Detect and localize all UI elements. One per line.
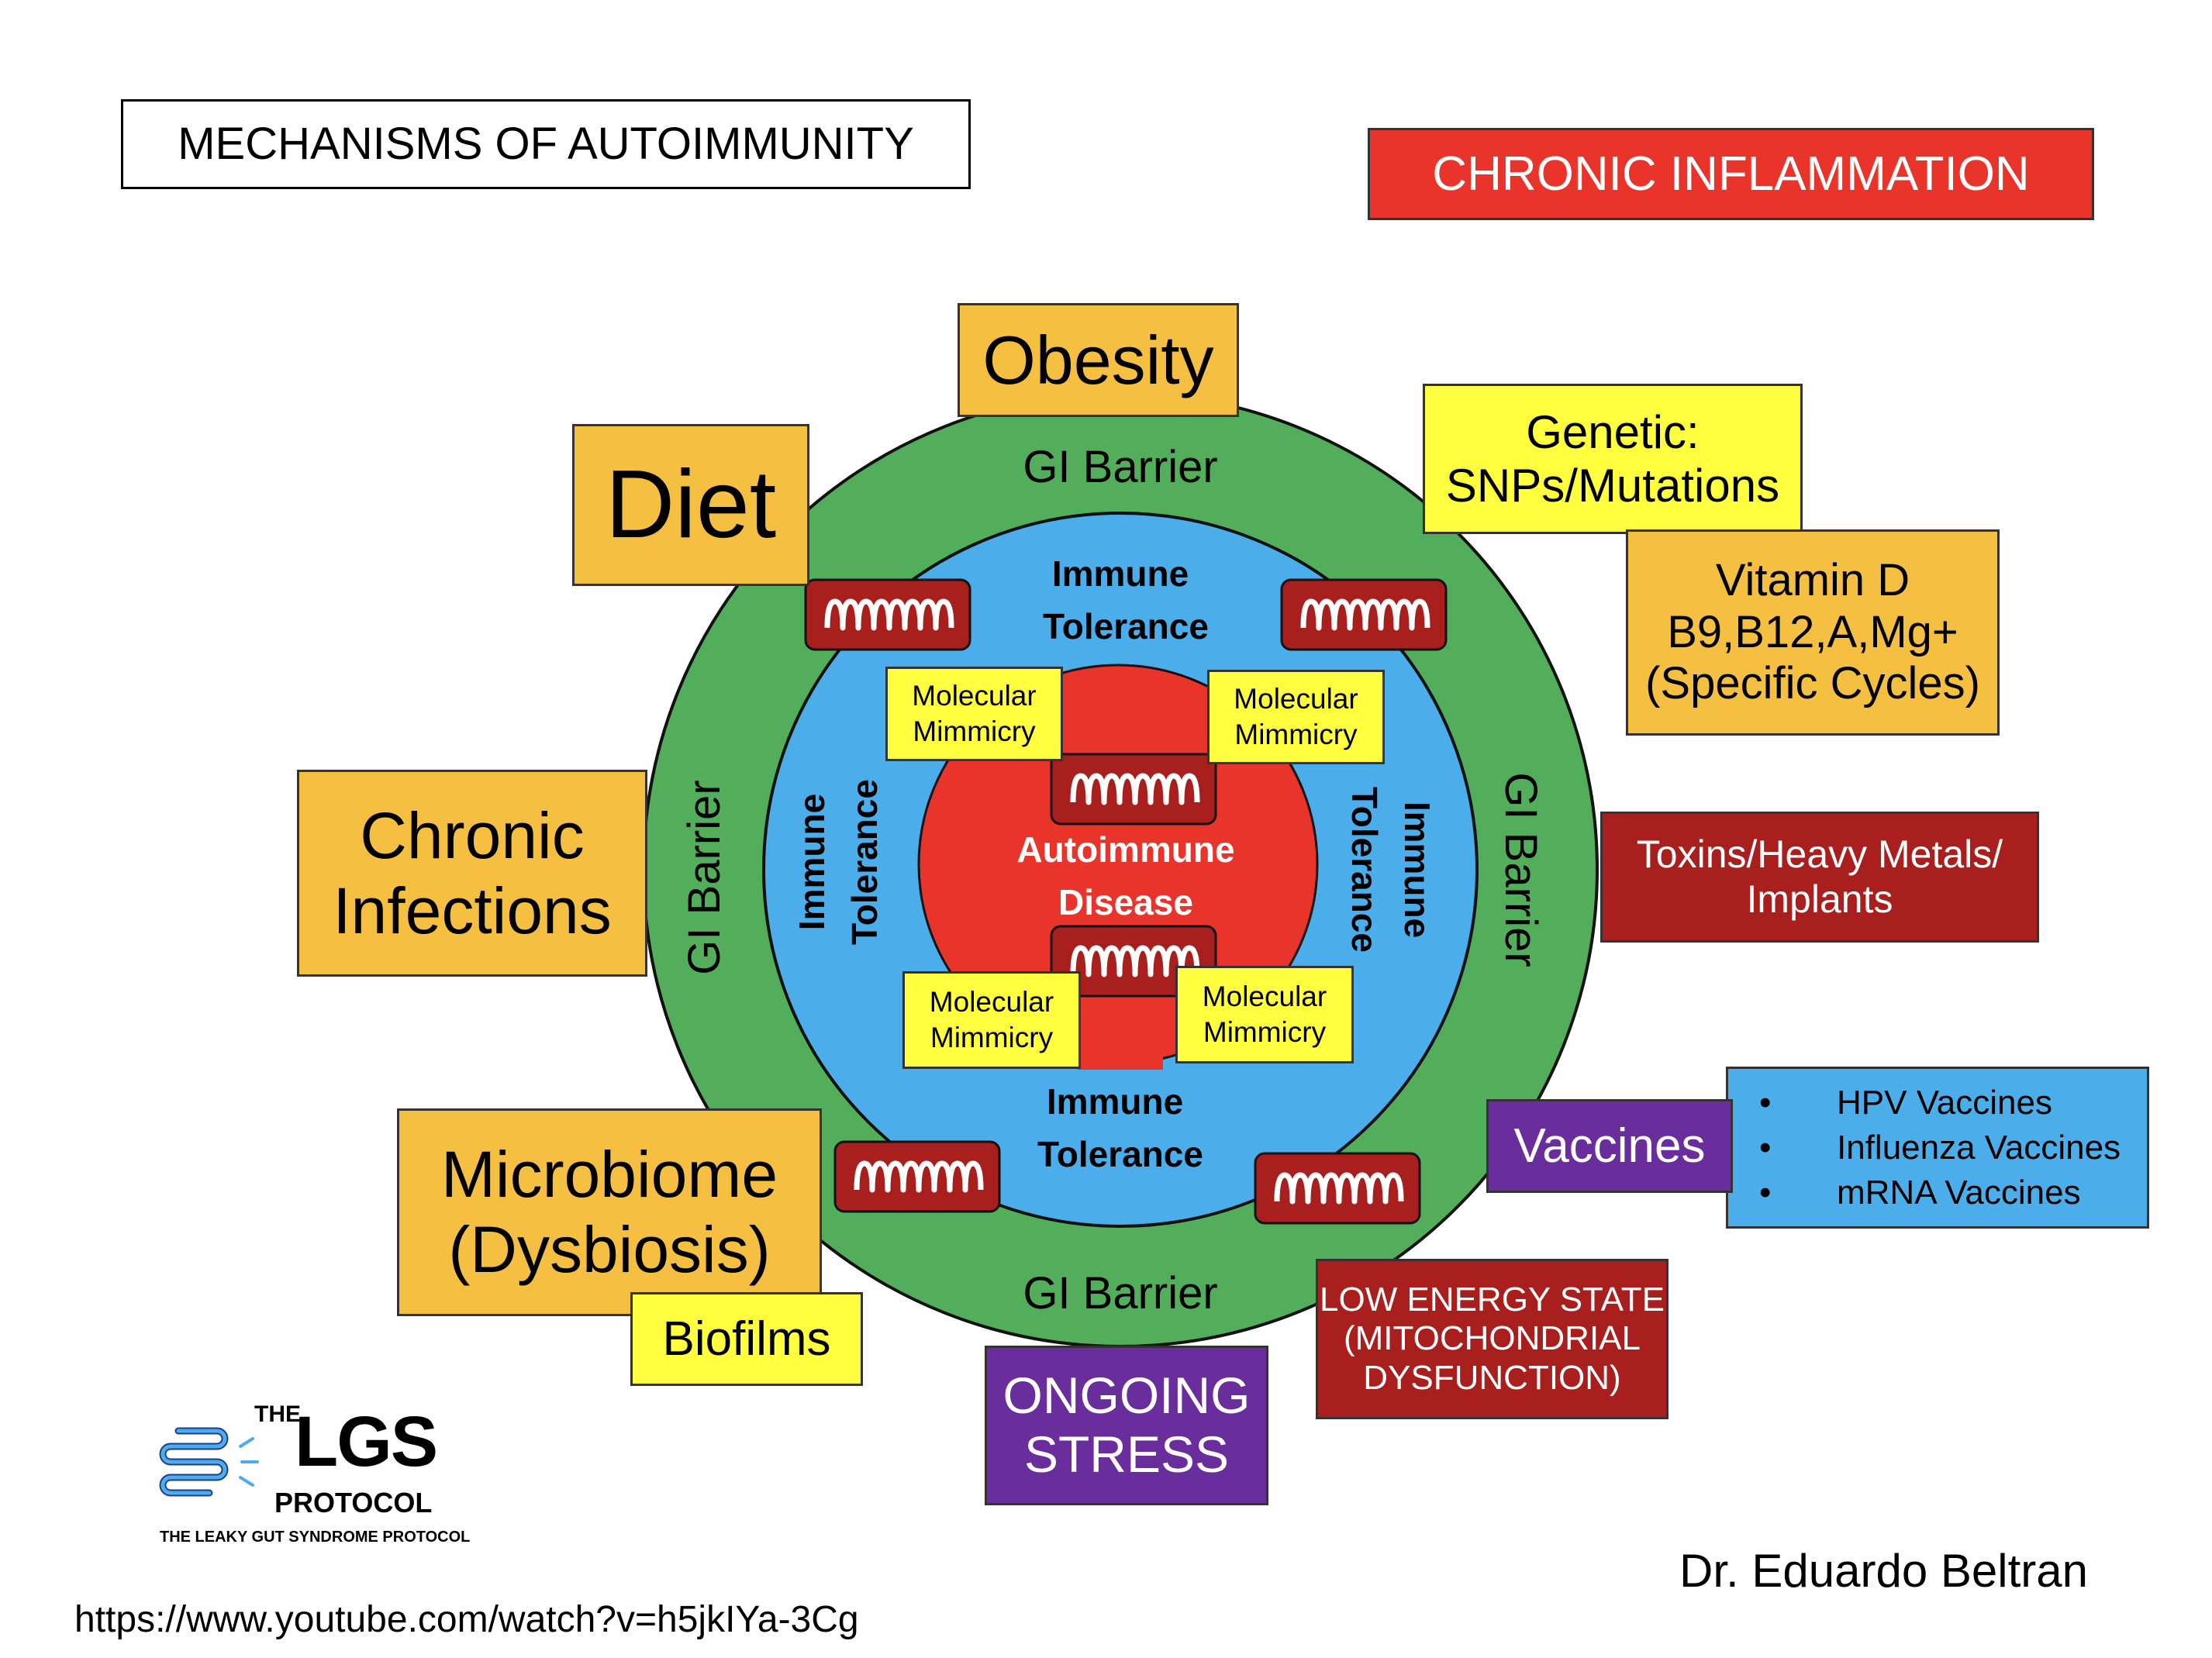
intestinal-villi-icon: [1050, 753, 1217, 826]
logo-the-text: THE: [254, 1401, 301, 1427]
diagram-title-text: MECHANISMS OF AUTOIMMUNITY: [178, 118, 914, 169]
factor-toxins-line1: Toxins/Heavy Metals/: [1636, 832, 2003, 876]
factor-genetic: Genetic: SNPs/Mutations: [1423, 384, 1803, 534]
gi-barrier-label-left: GI Barrier: [679, 780, 730, 974]
molecular-mimicry-line2: Mimmicry: [1234, 719, 1358, 750]
immune-tolerance-bottom-line1: Immune: [1047, 1081, 1183, 1122]
logo-protocol-text: PROTOCOL: [274, 1487, 433, 1518]
chronic-inflammation-text: CHRONIC INFLAMMATION: [1432, 146, 2030, 201]
intestinal-villi-icon: [1280, 578, 1448, 651]
factor-vitamins-line1: Vitamin D: [1715, 554, 1910, 605]
intestinal-villi-icon: [833, 1140, 1001, 1213]
vaccine-list-item: mRNA Vaccines: [1759, 1170, 2121, 1215]
factor-vaccines-label: Vaccines: [1513, 1119, 1706, 1173]
factor-microbiome-line2: (Dysbiosis): [448, 1213, 771, 1286]
autoimmune-disease-line2: Disease: [1058, 882, 1193, 922]
factor-toxins-line2: Implants: [1746, 877, 1893, 921]
gi-barrier-label-bottom: GI Barrier: [1023, 1268, 1217, 1318]
factor-energy-line3: DYSFUNCTION): [1363, 1358, 1621, 1397]
immune-tolerance-top-line1: Immune: [1052, 553, 1189, 594]
factor-biofilms-label: Biofilms: [662, 1312, 831, 1366]
factor-biofilms: Biofilms: [630, 1292, 863, 1386]
factor-genetic-line1: Genetic:: [1526, 406, 1700, 458]
autoimmune-disease-label: Autoimmune Disease: [1016, 829, 1234, 922]
factor-stress-line2: STRESS: [1023, 1425, 1230, 1483]
molecular-mimicry-line2: Mimmicry: [1203, 1016, 1327, 1048]
immune-tolerance-bottom-line2: Tolerance: [1037, 1134, 1203, 1174]
molecular-mimicry-line1: Molecular: [929, 985, 1054, 1018]
lgs-protocol-logo: THE LGS PROTOCOL THE LEAKY GUT SYNDROME …: [155, 1401, 481, 1549]
immune-tolerance-left-line1: Immune: [792, 794, 832, 930]
factor-vitamins-line3: (Specific Cycles): [1645, 658, 1980, 709]
immune-tolerance-label-right: Immune Tolerance: [1344, 787, 1437, 953]
factor-chronic-infections: Chronic Infections: [297, 770, 647, 977]
molecular-mimicry-line2: Mimmicry: [913, 715, 1036, 747]
factor-obesity: Obesity: [958, 303, 1239, 417]
factor-diet-label: Diet: [605, 451, 777, 559]
logo-lgs-text: LGS: [295, 1402, 438, 1481]
molecular-mimicry-line1: Molecular: [1202, 980, 1327, 1012]
molecular-mimicry-box: Molecular Mimmicry: [902, 971, 1081, 1069]
intestinal-villi-icon: [804, 578, 971, 651]
molecular-mimicry-box: Molecular Mimmicry: [1207, 670, 1385, 764]
gi-barrier-label-right: GI Barrier: [1496, 772, 1546, 967]
factor-genetic-line2: SNPs/Mutations: [1445, 460, 1780, 512]
molecular-mimicry-line1: Molecular: [1234, 682, 1358, 715]
factor-stress-line1: ONGOING: [1002, 1367, 1251, 1425]
molecular-mimicry-line1: Molecular: [912, 679, 1037, 712]
core-stem: [1078, 1008, 1163, 1070]
immune-tolerance-right-line2: Tolerance: [1344, 787, 1385, 953]
autoimmune-disease-line1: Autoimmune: [1016, 829, 1234, 870]
immune-tolerance-label-bottom: Immune Tolerance: [1037, 1081, 1203, 1174]
factor-infections-line1: Chronic: [360, 798, 585, 872]
factor-ongoing-stress: ONGOING STRESS: [985, 1346, 1268, 1505]
molecular-mimicry-box: Molecular Mimmicry: [1175, 966, 1354, 1063]
vaccine-list-item: HPV Vaccines: [1759, 1081, 2121, 1125]
author-credit: Dr. Eduardo Beltran: [1679, 1545, 2088, 1597]
immune-tolerance-label-left: Immune Tolerance: [792, 779, 885, 945]
factor-vitamins-line2: B9,B12,A,Mg+: [1667, 606, 1958, 657]
factor-diet: Diet: [572, 424, 809, 586]
immune-tolerance-left-line2: Tolerance: [844, 779, 885, 945]
vaccine-list: HPV Vaccines Influenza Vaccines mRNA Vac…: [1726, 1067, 2149, 1229]
factor-toxins: Toxins/Heavy Metals/ Implants: [1600, 812, 2039, 943]
immune-tolerance-label-top: Immune Tolerance: [1043, 553, 1209, 646]
immune-tolerance-top-line2: Tolerance: [1043, 606, 1209, 646]
factor-low-energy: LOW ENERGY STATE (MITOCHONDRIAL DYSFUNCT…: [1316, 1259, 1668, 1419]
factor-energy-line1: LOW ENERGY STATE: [1320, 1280, 1665, 1318]
intestinal-villi-icon: [1254, 1152, 1421, 1225]
gut-logo-icon: [159, 1427, 259, 1497]
vaccine-list-item: Influenza Vaccines: [1759, 1125, 2121, 1170]
molecular-mimicry-box: Molecular Mimmicry: [885, 667, 1063, 761]
molecular-mimicry-line2: Mimmicry: [930, 1022, 1054, 1053]
factor-microbiome-line1: Microbiome: [440, 1138, 778, 1212]
immune-tolerance-right-line1: Immune: [1397, 801, 1437, 938]
intestinal-villi-icon: [1050, 925, 1217, 998]
logo-tagline: THE LEAKY GUT SYNDROME PROTOCOL: [160, 1529, 471, 1546]
source-url: https://www.youtube.com/watch?v=h5jkIYa-…: [74, 1599, 859, 1640]
factor-obesity-label: Obesity: [982, 321, 1214, 398]
factor-vaccines: Vaccines: [1486, 1099, 1733, 1193]
factor-vitamins: Vitamin D B9,B12,A,Mg+ (Specific Cycles): [1626, 529, 2000, 736]
vaccine-list-items: HPV Vaccines Influenza Vaccines mRNA Vac…: [1728, 1081, 2121, 1215]
diagram-title: MECHANISMS OF AUTOIMMUNITY: [121, 99, 971, 189]
gi-barrier-label-top: GI Barrier: [1023, 442, 1217, 492]
factor-energy-line2: (MITOCHONDRIAL: [1344, 1319, 1641, 1358]
chronic-inflammation-badge: CHRONIC INFLAMMATION: [1368, 128, 2094, 220]
factor-microbiome: Microbiome (Dysbiosis): [397, 1108, 822, 1316]
factor-infections-line2: Infections: [333, 874, 612, 947]
